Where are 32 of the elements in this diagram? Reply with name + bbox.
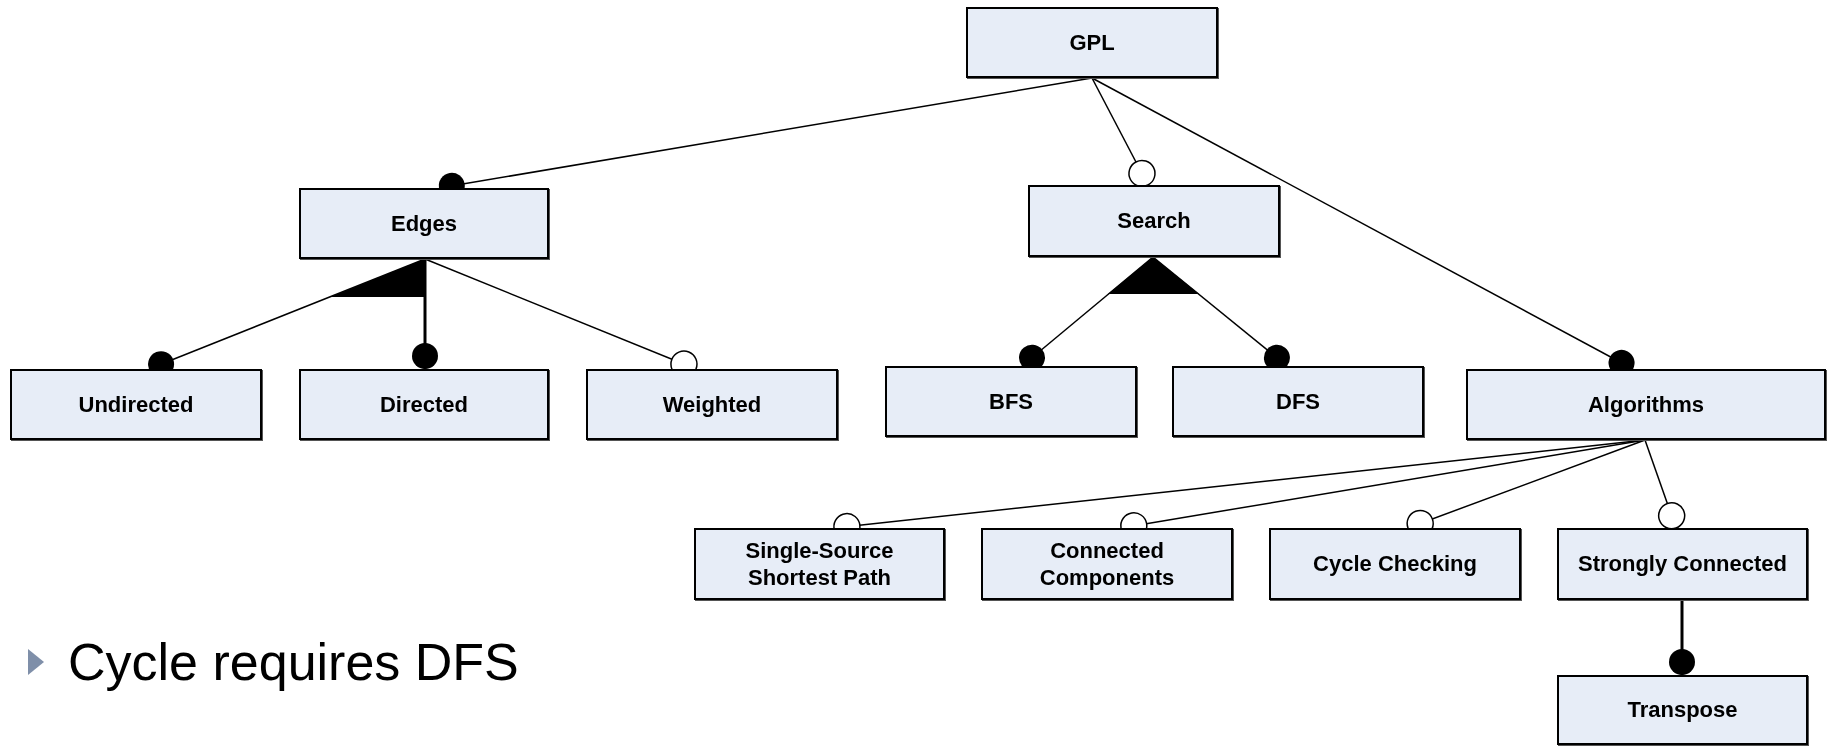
feature-label: Algorithms: [1587, 390, 1705, 419]
feature-label: Undirected: [78, 390, 194, 419]
feature-box: [10, 369, 262, 440]
feature-label: DFS: [1276, 387, 1320, 416]
feature-label: BFS: [989, 387, 1033, 416]
feature-box: [586, 369, 838, 440]
feature-box: [299, 369, 549, 440]
feature-box: [966, 7, 1218, 78]
feature-label: Single-Source Shortest Path: [744, 536, 895, 592]
feature-label: Search: [1117, 207, 1191, 235]
feature-box: [1466, 369, 1826, 440]
feature-label: Connected Components: [1038, 536, 1176, 592]
connector-line: [412, 259, 438, 369]
connector-line: [1669, 600, 1695, 675]
feature-label: Edges: [391, 209, 457, 238]
feature-box: [885, 366, 1137, 437]
feature-label: Weighted: [662, 390, 762, 419]
feature-box: [981, 528, 1233, 600]
feature-box: [694, 528, 945, 600]
feature-label: Cycle Checking: [1313, 550, 1477, 578]
feature-box: [1269, 528, 1521, 600]
feature-label: Strongly Connected: [1578, 550, 1787, 578]
feature-label: GPL: [1069, 28, 1115, 57]
feature-box: [1028, 185, 1280, 257]
feature-box: [1557, 675, 1808, 745]
feature-box: [1172, 366, 1424, 437]
feature-label: Transpose: [1627, 696, 1738, 724]
feature-label: Directed: [379, 390, 468, 419]
feature-box: [1557, 528, 1808, 600]
connector-line: [1644, 439, 1686, 530]
connector-line: [1091, 77, 1156, 188]
feature-box: [299, 188, 549, 259]
